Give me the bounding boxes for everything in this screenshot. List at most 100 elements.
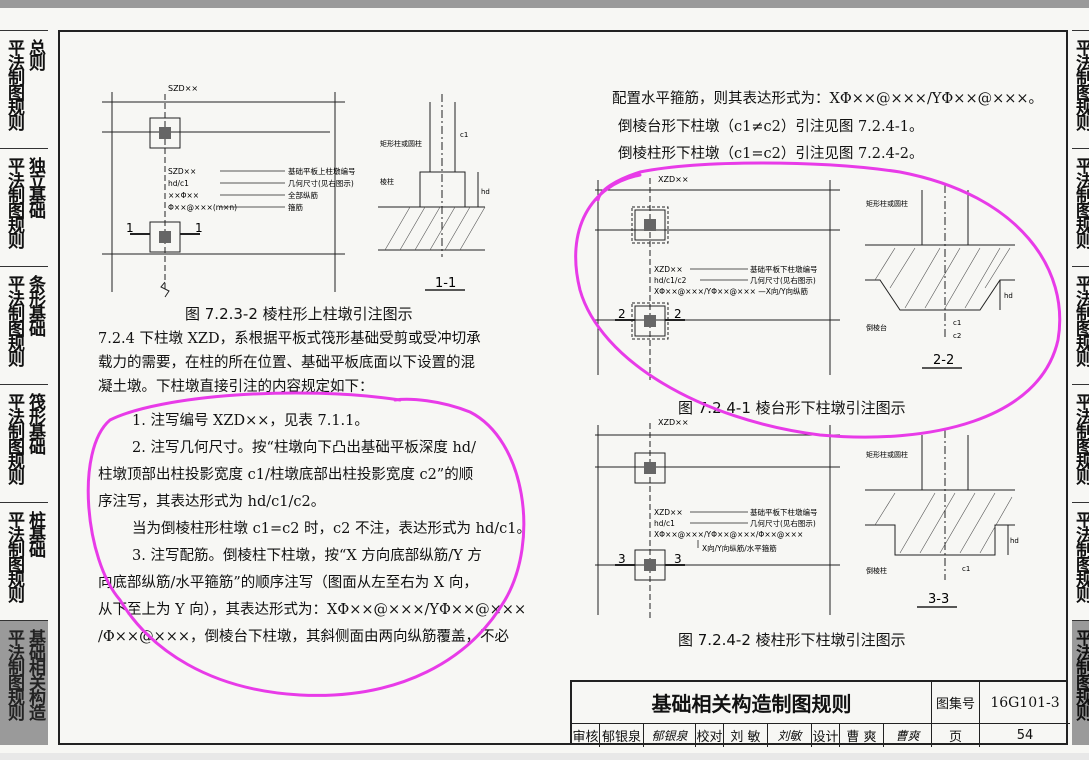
designer-name: 曹 爽 <box>840 724 884 747</box>
callout-desc: 基础平板下柱墩编号 <box>750 264 818 274</box>
section-mark: 3 <box>674 552 682 566</box>
tab-label: 独立基础 <box>25 157 45 217</box>
page-number: 54 <box>1016 728 1034 743</box>
paragraph-line: 柱墩顶部出柱投影宽度 c1/柱墩底部出柱投影宽度 c2”的顺 <box>98 467 474 483</box>
callout-desc: 几何尺寸(见右图示) <box>750 275 816 285</box>
section-note: hd <box>1010 537 1019 545</box>
tab-isolated-foundation[interactable]: 平法制图规则 独立基础 <box>0 148 48 266</box>
tab-label: 总则 <box>25 39 45 69</box>
section-note: 矩形柱或圆柱 <box>866 450 908 459</box>
callout-desc: 基础平板下柱墩编号 <box>750 507 818 517</box>
signature-row: 审核 郁银泉 郁银泉 校对 刘 敏 刘敏 设计 曹 爽 曹爽 页 54 <box>572 724 1070 747</box>
tab-pile-foundation[interactable]: 平法制图规则 桩基础 <box>0 502 48 620</box>
tab-foundation-related[interactable]: 平法制图规则 基础相关构造 <box>0 620 48 745</box>
tab-label: 平法制图规则 <box>4 157 24 247</box>
tab-label: 平法制图规则 <box>1072 629 1089 719</box>
reviewer-name: 郁银泉 <box>600 724 644 747</box>
right-tab[interactable]: 平法制图规则 <box>1072 266 1089 384</box>
section-note: 倒棱柱 <box>866 566 887 575</box>
paragraph-line: 1. 注写编号 XZD××，见表 7.1.1。 <box>132 413 369 429</box>
paragraph-line: 3. 注写配筋。倒棱柱下柱墩，按“X 方向底部纵筋/Y 方 <box>132 548 482 564</box>
section-note: c1 <box>953 319 961 327</box>
checker-signature: 刘敏 <box>768 724 812 747</box>
right-tab-column: 平法制图规则 平法制图规则 平法制图规则 平法制图规则 平法制图规则 平法制图规… <box>1072 30 1089 745</box>
tab-label: 桩基础 <box>25 511 45 556</box>
review-label: 审核 <box>572 724 600 747</box>
callout-desc: 几何尺寸(见右图示) <box>750 518 816 528</box>
title-block: 基础相关构造制图规则 图集号 16G101-3 审核 郁银泉 郁银泉 校对 刘 … <box>570 680 1070 747</box>
figure-inverted-prism-pier: XZD×× 3 3 XZD×× hd/c1 XΦ××@×××/YΦ××@×××/… <box>595 418 1019 620</box>
callout-line: ××Φ×× <box>168 191 199 200</box>
paragraph-line: 序注写，其表达形式为 hd/c1/c2。 <box>98 494 326 510</box>
section-note: hd <box>481 188 490 196</box>
tab-label: 条形基础 <box>25 275 45 335</box>
callout-desc: 箍筋 <box>288 202 303 212</box>
tab-label: 平法制图规则 <box>1072 393 1089 483</box>
tab-raft-foundation[interactable]: 平法制图规则 筏形基础 <box>0 384 48 502</box>
section-note: 矩形柱或圆柱 <box>866 199 908 208</box>
right-tab[interactable]: 平法制图规则 <box>1072 30 1089 148</box>
paragraph-line: 配置水平箍筋，则其表达形式为：XΦ××@×××/YΦ××@×××。 <box>612 91 1044 107</box>
atlas-number: 16G101-3 <box>980 682 1070 724</box>
section-title: 2-2 <box>933 353 954 368</box>
section-title: 3-3 <box>928 592 949 607</box>
paragraph-line: 载力的需要，在柱的所在位置、基础平板底面以下设置的混 <box>98 355 475 371</box>
section-mark: 1 <box>195 221 203 235</box>
pier-label: XZD×× <box>658 175 689 184</box>
paragraph-line: 向底部纵筋/水平箍筋”的顺序注写（图面从左至右为 X 向， <box>98 575 478 591</box>
checker-name: 刘 敏 <box>724 724 768 747</box>
section-note: c2 <box>953 332 961 340</box>
callout-desc: 全部纵筋 <box>288 190 318 200</box>
section-note: c1 <box>962 565 970 573</box>
right-tab[interactable]: 平法制图规则 <box>1072 620 1089 745</box>
tab-label: 平法制图规则 <box>1072 39 1089 129</box>
section-mark: 1 <box>126 221 134 235</box>
paragraph-line: 7.2.4 下柱墩 XZD，系根据平板式筏形基础受剪或受冲切承 <box>98 331 481 347</box>
callout-desc: 基础平板上柱墩编号 <box>288 166 356 176</box>
reviewer-signature: 郁银泉 <box>644 724 696 747</box>
section-note: 倒棱台 <box>866 323 887 332</box>
drawing-frame <box>58 30 1068 745</box>
section-note: 棱柱 <box>380 177 394 186</box>
tab-label: 筏形基础 <box>25 393 45 453</box>
callout-line: hd/c1 <box>168 179 189 188</box>
section-mark: 3 <box>618 552 626 566</box>
right-tab[interactable]: 平法制图规则 <box>1072 502 1089 620</box>
paragraph-line: 当为倒棱柱形柱墩 c1=c2 时，c2 不注，表达形式为 hd/c1。 <box>132 521 531 537</box>
pier-label: XZD×× <box>658 418 689 427</box>
section-note: hd <box>1004 292 1013 300</box>
section-title: 1-1 <box>435 276 456 291</box>
tab-label: 平法制图规则 <box>4 39 24 129</box>
figure-caption: 图 7.2.3-2 棱柱形上柱墩引注图示 <box>185 305 413 323</box>
figure-inverted-frustum-pier: XZD×× 2 2 XZD×× hd/c1/c2 XΦ××@×××/YΦ××@×… <box>595 175 1015 380</box>
tab-label: 平法制图规则 <box>4 275 24 365</box>
section-note: c1 <box>460 131 468 139</box>
callout-desc: 几何尺寸(见右图示) <box>288 178 354 188</box>
right-tab[interactable]: 平法制图规则 <box>1072 384 1089 502</box>
tab-label: 平法制图规则 <box>1072 157 1089 247</box>
check-label: 校对 <box>696 724 724 747</box>
tab-label: 平法制图规则 <box>4 511 24 601</box>
tab-label: 平法制图规则 <box>1072 275 1089 365</box>
paragraph-line: 倒棱柱形下柱墩（c1=c2）引注见图 7.2.4-2。 <box>618 146 924 162</box>
callout-line: hd/c1 <box>654 519 675 528</box>
callout-line: XΦ××@×××/YΦ××@××× —X向/Y向纵筋 <box>654 286 809 296</box>
design-label: 设计 <box>812 724 840 747</box>
callout-line: XZD×× <box>654 508 683 517</box>
tab-label: 平法制图规则 <box>4 393 24 483</box>
tab-strip-foundation[interactable]: 平法制图规则 条形基础 <box>0 266 48 384</box>
callout-line: XZD×× <box>654 265 683 274</box>
section-mark: 2 <box>674 307 682 321</box>
paragraph-line: 凝土墩。下柱墩直接引注的内容规定如下： <box>98 379 374 395</box>
callout-line: XΦ××@×××/YΦ××@×××/Φ××@××× <box>654 530 803 539</box>
section-mark: 2 <box>618 307 626 321</box>
figure-caption: 图 7.2.4-2 棱柱形下柱墩引注图示 <box>678 631 906 649</box>
paragraph-line: 从下至上为 Y 向），其表达形式为：XΦ××@×××/YΦ××@××× <box>98 602 527 618</box>
callout-line: Φ××@×××(m×n) <box>168 203 237 212</box>
paragraph-line: 倒棱台形下柱墩（c1≠c2）引注见图 7.2.4-1。 <box>618 119 924 135</box>
left-tab-column: 平法制图规则 总则 平法制图规则 独立基础 平法制图规则 条形基础 平法制图规则… <box>0 30 48 745</box>
right-tab[interactable]: 平法制图规则 <box>1072 148 1089 266</box>
page-label: 页 <box>932 724 980 747</box>
tab-general[interactable]: 平法制图规则 总则 <box>0 30 48 148</box>
designer-signature: 曹爽 <box>884 724 932 747</box>
